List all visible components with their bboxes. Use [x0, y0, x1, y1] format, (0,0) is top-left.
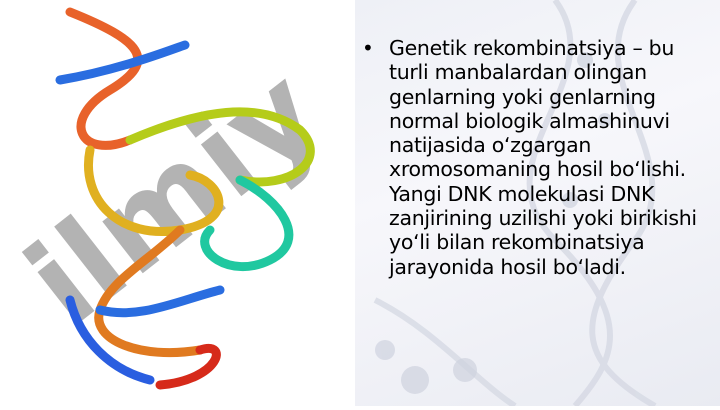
- bullet-text: Genetik rekombinatsiya – bu turli manbal…: [389, 36, 697, 279]
- dna-background-image: [355, 0, 720, 409]
- faded-dna-helix: [373, 0, 657, 409]
- bullet-list: • Genetik rekombinatsiya – bu turli manb…: [362, 36, 712, 279]
- rna-structure-image: ilmiy: [0, 0, 360, 406]
- bullet-icon: •: [362, 36, 374, 60]
